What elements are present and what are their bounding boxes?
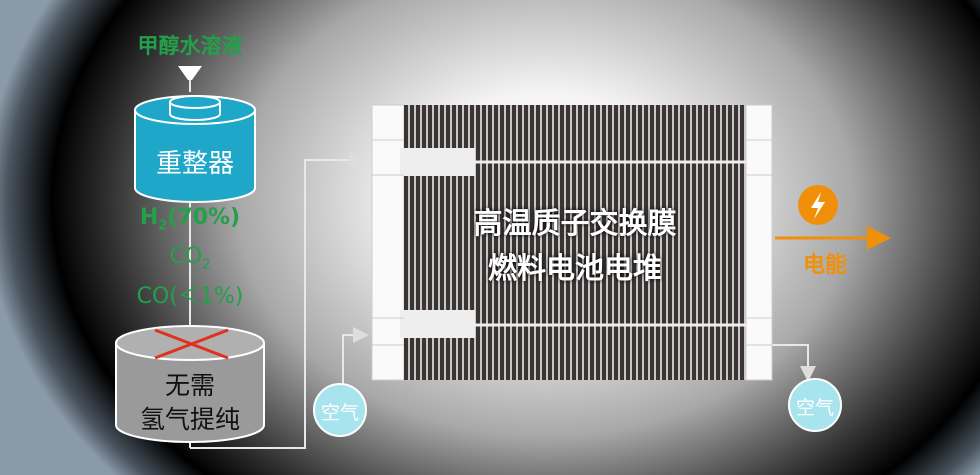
reformer-cylinder (134, 95, 256, 203)
purifier-label-1: 无需 (164, 371, 215, 400)
co2-sub: 2 (202, 257, 211, 273)
stack-label-2: 燃料电池电堆 (487, 251, 662, 285)
funnel-icon (178, 66, 202, 80)
purifier-label-2: 氢气提纯 (139, 405, 240, 434)
co-label: CO(＜1%) (136, 284, 244, 309)
co2-label: CO2 (120, 244, 260, 272)
stack-label-1: 高温质子交换膜 (473, 206, 677, 240)
co2-text: CO (169, 244, 203, 269)
air-out-circle (788, 378, 842, 432)
fuel-cell-stack (371, 104, 773, 381)
h2-sub: 2 (158, 218, 168, 234)
reformer-label: 重整器 (155, 149, 234, 179)
air-in-circle (313, 383, 367, 437)
air-in-label: 空气 (320, 402, 359, 424)
air-out-label: 空气 (795, 397, 834, 419)
h2-label: H2(70%) (120, 205, 260, 233)
purifier-cylinder (115, 325, 265, 443)
input-label: 甲醇水溶液 (137, 34, 243, 58)
h2-pct: (70%) (167, 205, 241, 230)
h2-text: H (139, 205, 159, 230)
power-label: 电能 (802, 253, 847, 278)
cross-icon (154, 328, 229, 360)
